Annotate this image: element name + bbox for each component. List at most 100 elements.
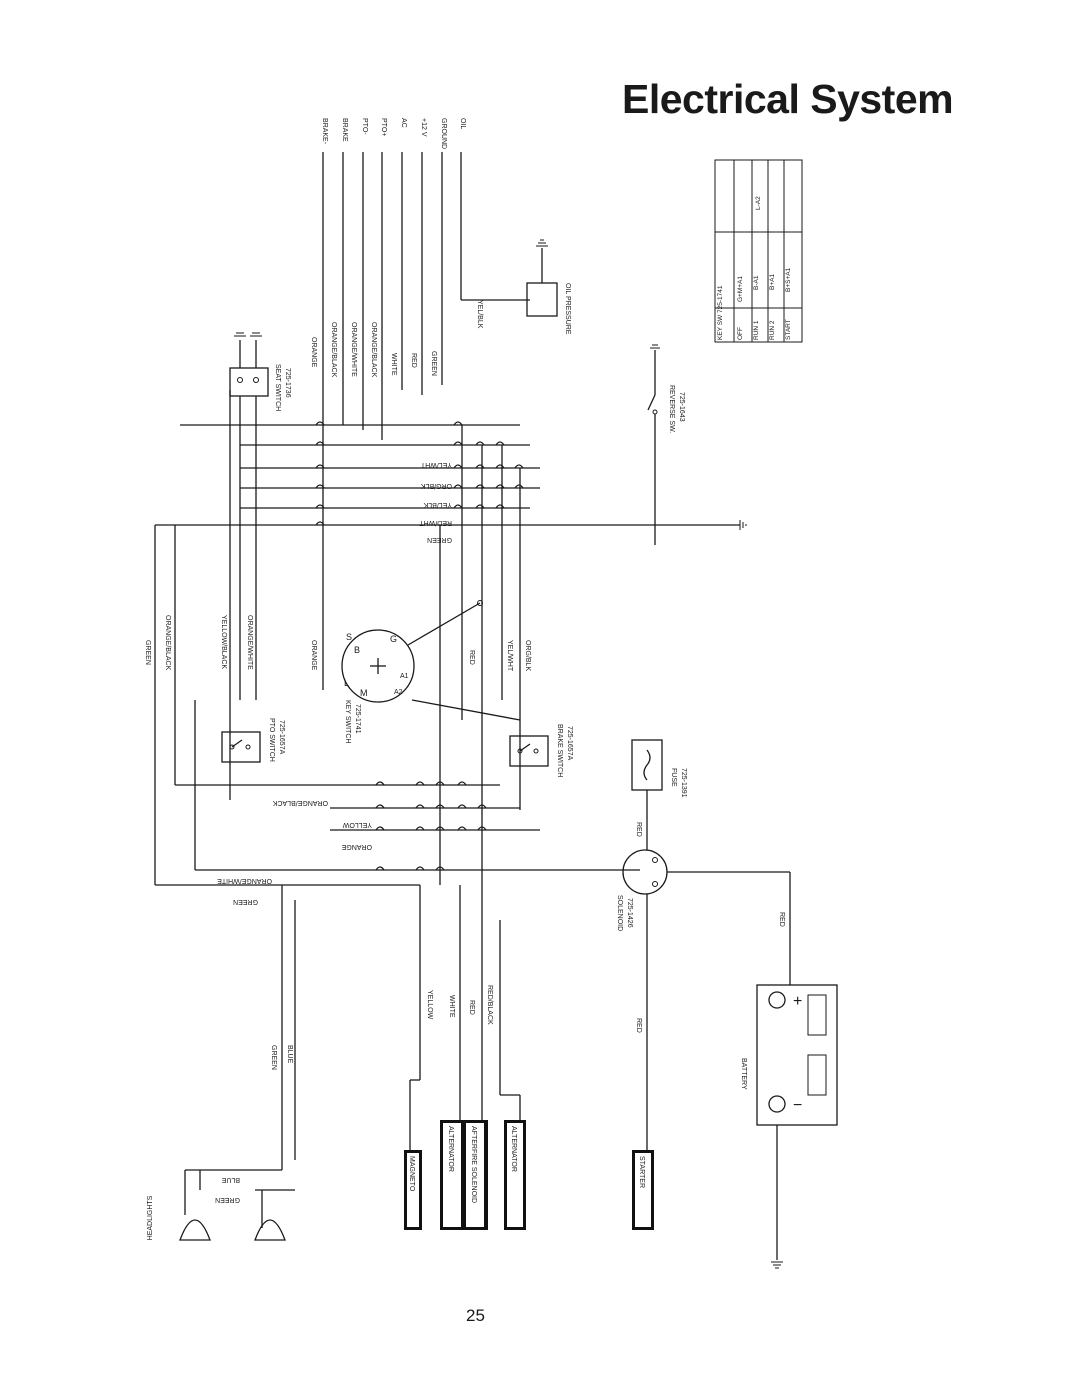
reverse-switch: REVERSE SW. 725-1643 [647,344,685,545]
right-vertical-runs [411,425,521,920]
wire-label: ORANGE/BLACK [330,322,337,378]
wire-label: ORG/BLK [524,640,531,671]
wire-label: YEL/WHT [506,640,513,672]
harness-label: RED/WHT [419,519,452,526]
wire-label: RED [778,912,785,927]
table-cell: OFF [737,327,744,340]
headlight-wire: BLUE [221,1176,240,1183]
battery: + − [756,984,838,1269]
harness-label: ORANGE/BLACK [272,799,328,806]
lower-harness-labels: ORANGE/BLACK YELLOW ORANGE ORANGE/WHITE … [217,799,372,905]
terminal-label: BRAKE [341,118,348,142]
wire-label: RED [635,1018,642,1033]
bottom-wire-runs [281,885,521,1170]
harness-label: ORANGE/WHITE [217,877,272,884]
wire-label: ORANGE/BLACK [370,322,377,378]
top-wire-drops [322,152,530,440]
wire-label: GREEN [144,640,151,665]
page-number: 25 [466,1306,485,1325]
seat-switch-label: SEAT SWITCH [274,364,281,411]
main-harness [155,421,747,530]
wire-label: YELLOW/BLACK [220,615,227,669]
terminal-label: PTO+ [380,118,387,136]
key-terminal: S [346,632,352,642]
key-switch-label: KEY SWITCH [344,700,351,743]
top-wire-labels: ORANGE ORANGE/BLACK ORANGE/WHITE ORANGE/… [310,322,437,378]
key-switch: B G S A1 L M A2 KEY SWITCH 725-1741 [341,600,483,743]
harness-label: YELLOW [342,821,372,828]
table-cell: B-A1 [753,275,760,290]
wire-label: ORANGE/BLACK [164,615,171,671]
fuse-part: 725-1391 [680,768,687,798]
harness-labels: YEL/WHT ORG/BLK YEL/BLK RED/WHT GREEN [419,461,452,543]
battery-plus: + [793,993,802,1010]
seat-switch: SEAT SWITCH 725-1736 [229,332,291,411]
component-label: STARTER [638,1156,645,1188]
key-terminal: A1 [400,673,409,680]
wire-label: WHITE [390,353,397,376]
oil-wire-label: YEL/BLK [476,300,483,329]
harness-label: GREEN [233,898,258,905]
wire-label: RED [468,1000,475,1015]
harness-label: ORG/BLK [421,482,452,489]
key-terminal: M [360,688,368,698]
page-title: Electrical System [622,76,954,122]
solenoid: SOLENOID 725-1426 [616,849,791,1150]
oil-pressure-label: OIL PRESSURE [564,283,571,335]
wire-label: ORANGE/WHITE [246,615,253,670]
brake-switch: BRAKE SWITCH 725-1657A [509,724,573,777]
reverse-switch-part: 725-1643 [678,392,685,422]
oil-pressure-switch: OIL PRESSURE YEL/BLK [476,239,571,335]
terminal-label: OIL [459,118,466,129]
harness-label: YEL/WHT [420,461,452,468]
wire-label: GREEN [430,351,437,376]
key-terminal: A2 [394,689,403,696]
solenoid-part: 725-1426 [626,898,633,928]
key-terminal: G [390,634,397,644]
reverse-switch-label: REVERSE SW. [668,385,675,433]
table-header: KEY SW 725-1741 [717,285,724,340]
headlights: HEADLIGHTS BLUE GREEN [147,1169,295,1241]
fuse: FUSE 725-1391 [631,739,687,850]
terminal-label: AC [400,118,407,128]
wire-label: RED [635,822,642,837]
terminal-label: +12 V [420,118,427,137]
table-cell: L-A2 [755,196,762,210]
pto-switch-label: PTO SWITCH [268,718,275,762]
headlight-wire: GREEN [215,1196,240,1203]
wire-label: BLUE [286,1045,293,1064]
wire-label: YELLOW [426,990,433,1020]
component-blocks: MAGNETO ALTERNATOR AFTERFIRE SOLENOID AL… [404,1120,654,1230]
wire-label: WHITE [448,995,455,1018]
terminal-label: BRAKE- [321,118,328,145]
table-cell: START [785,319,792,340]
key-switch-part: 725-1741 [354,704,361,734]
left-wire-labels: GREEN ORANGE/BLACK YELLOW/BLACK ORANGE/W… [144,615,317,671]
component-label: AFTERFIRE SOLENOID [470,1126,477,1203]
key-terminal: B [354,645,360,655]
wire-label: RED/BLACK [486,985,493,1025]
harness-label: YEL/BLK [423,501,452,508]
table-cell: RUN 1 [753,320,760,340]
wire-label: RED [468,650,475,665]
table-cell: RUN 2 [769,320,776,340]
battery-minus: − [793,1097,802,1114]
top-terminal-labels: BRAKE- BRAKE PTO- PTO+ AC +12 V GROUND O… [321,118,466,149]
brake-switch-label: BRAKE SWITCH [556,724,563,777]
terminal-label: GROUND [440,118,447,149]
key-terminal: L [344,678,349,688]
seat-switch-part: 725-1736 [284,368,291,398]
bottom-wire-labels: GREEN BLUE YELLOW WHITE RED RED/BLACK RE… [270,822,785,1090]
table-cell: G+M+A1 [737,276,744,302]
component-label: ALTERNATOR [447,1126,454,1172]
component-label: MAGNETO [408,1156,415,1192]
component-label: ALTERNATOR [510,1126,517,1172]
table-cell: B+A1 [769,274,776,290]
fuse-label: FUSE [670,768,677,787]
table-cell: B+S+A1 [785,267,792,292]
brake-switch-part: 725-1657A [566,726,573,761]
wire-label: ORANGE [310,337,317,368]
wire-label: GREEN [270,1045,277,1070]
